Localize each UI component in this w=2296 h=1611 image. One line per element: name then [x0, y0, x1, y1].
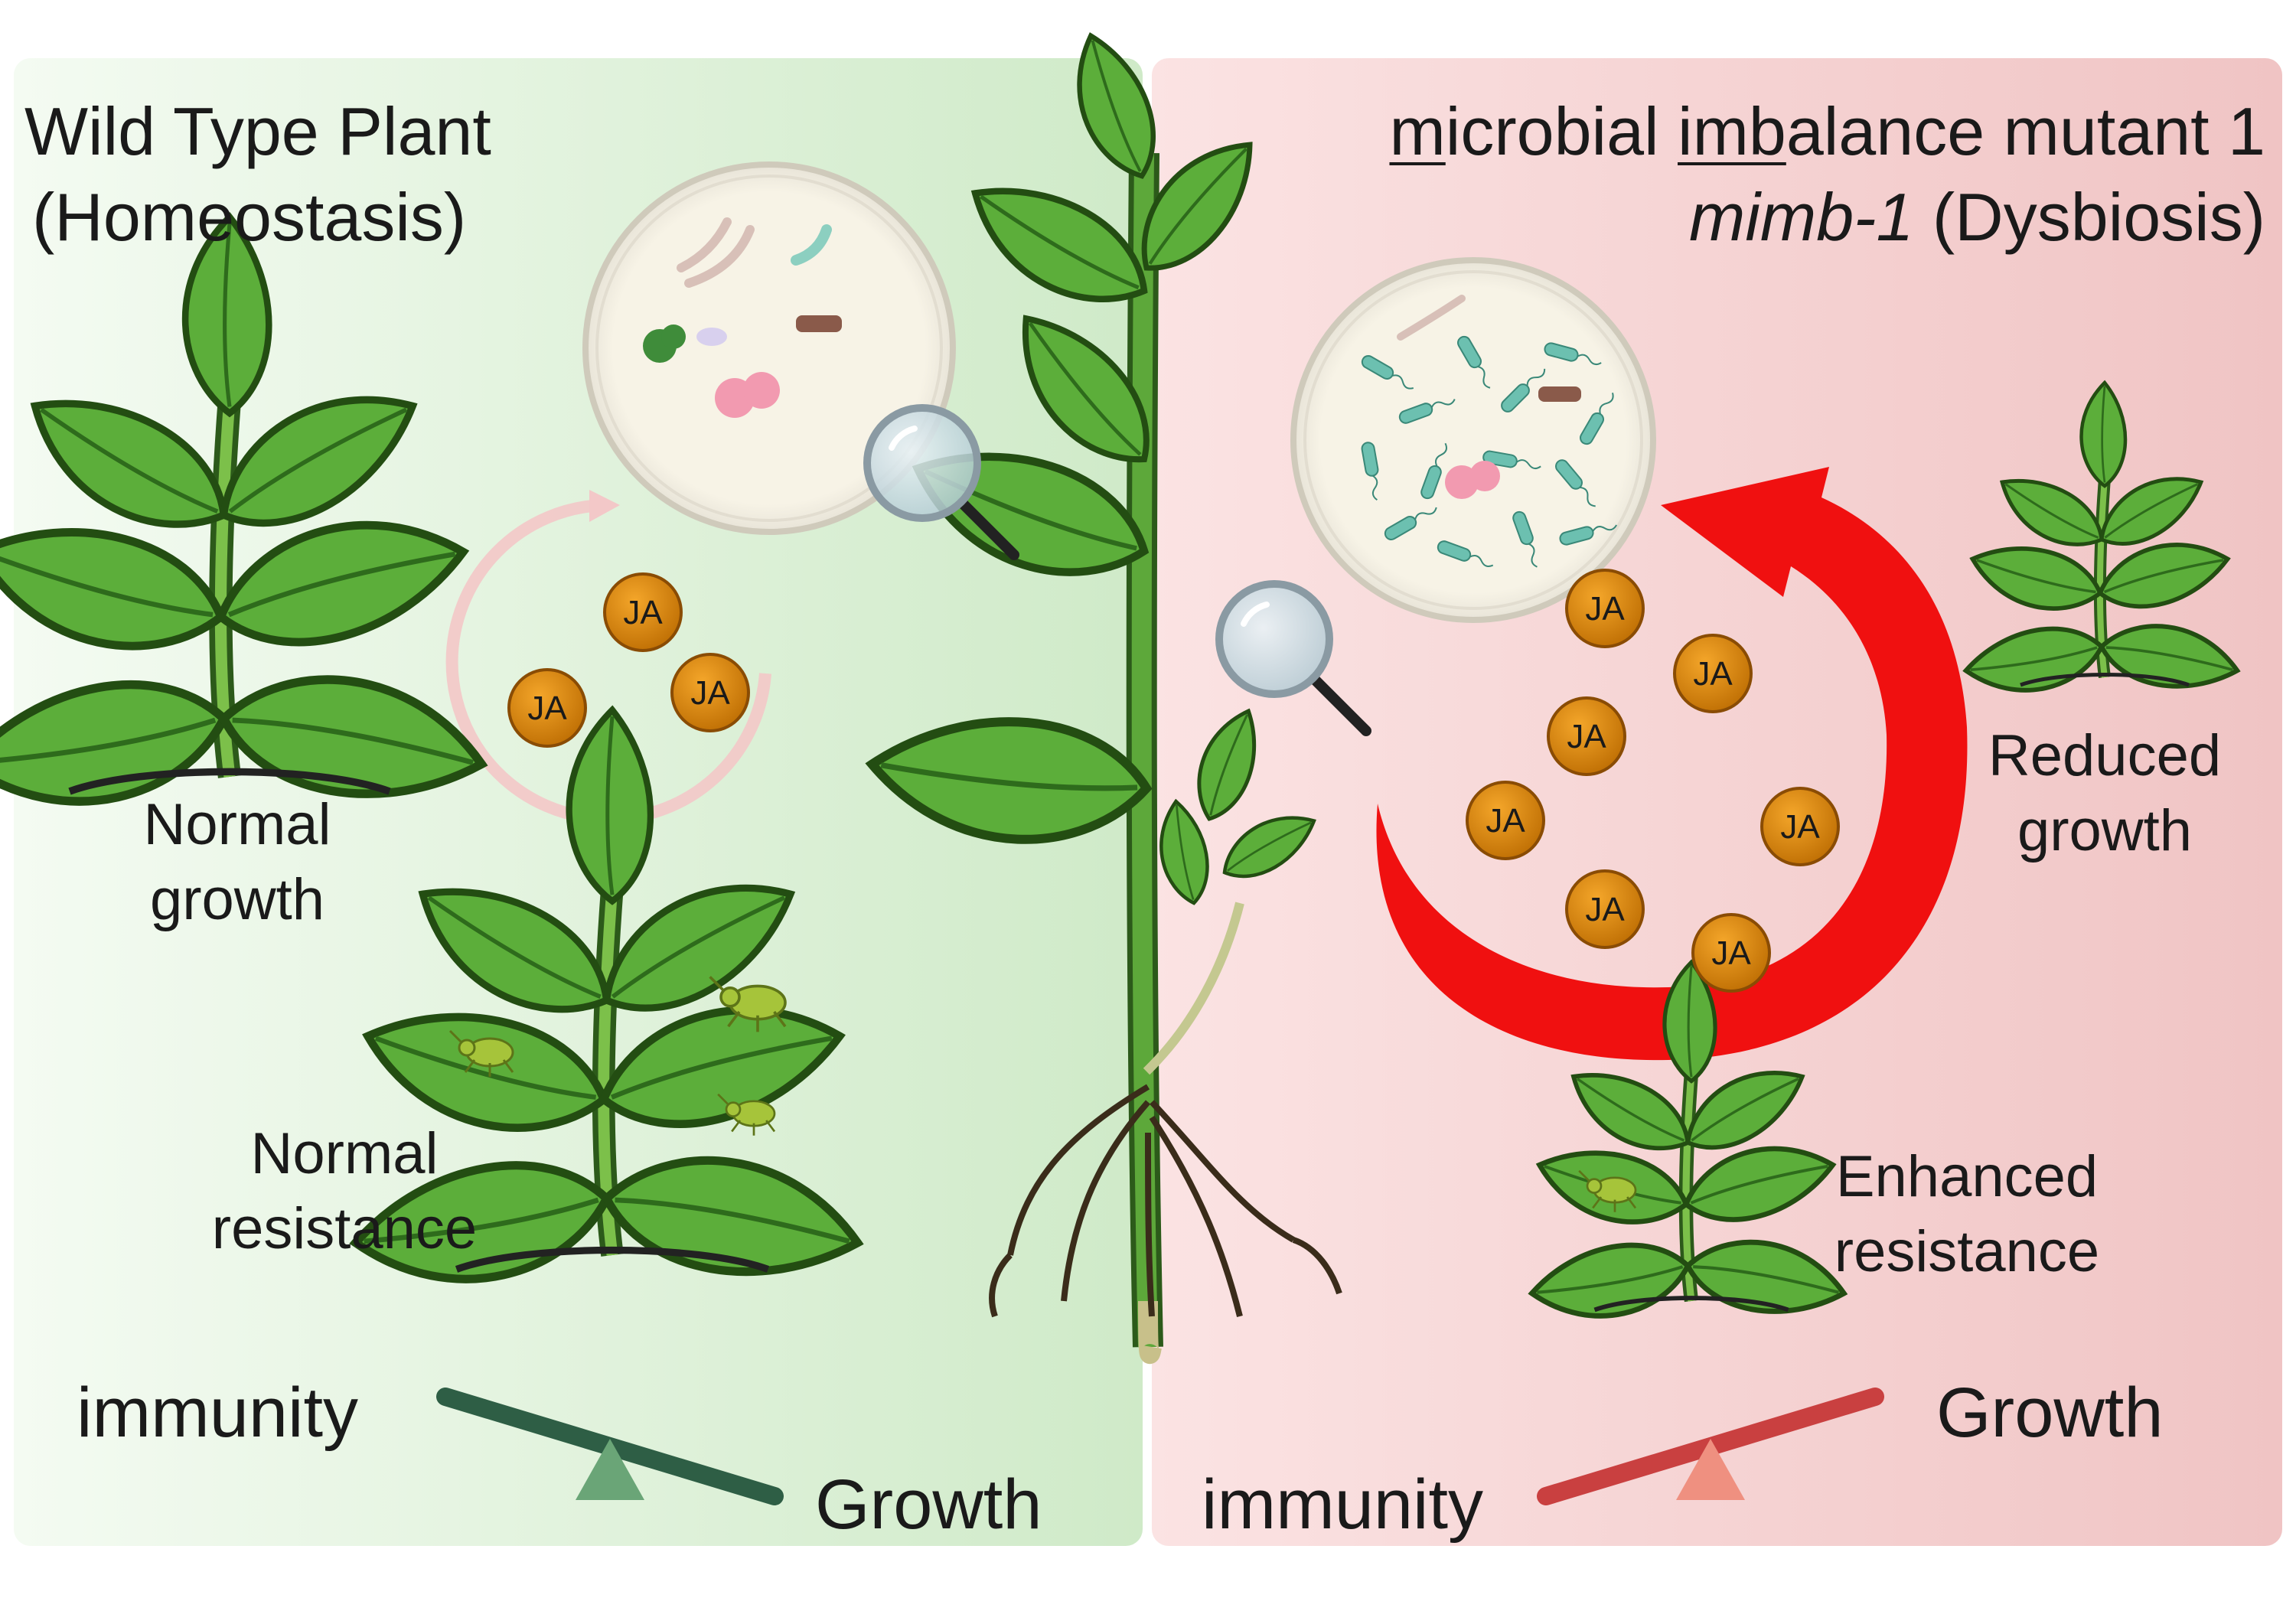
svg-text:JA: JA: [1486, 802, 1525, 840]
label-line: growth: [149, 867, 325, 932]
ja-molecule: JA: [603, 572, 683, 652]
left-growth-label: Growth: [815, 1466, 1042, 1544]
svg-text:JA: JA: [527, 690, 567, 727]
left-title-line2: (Homeostasis): [32, 179, 467, 255]
svg-text:JA: JA: [1585, 590, 1625, 628]
label-line: growth: [2017, 798, 2193, 863]
ja-molecule: JA: [507, 668, 587, 748]
label-line: resistance: [211, 1196, 478, 1261]
central-plant: [866, 25, 1342, 1364]
svg-text:JA: JA: [1780, 808, 1820, 846]
ja-molecule: JA: [1691, 913, 1771, 993]
petri-dish-mimb-1: [1290, 257, 1656, 623]
petri-dish-wild-type: [582, 161, 956, 535]
svg-text:JA: JA: [690, 674, 730, 712]
svg-text:JA: JA: [1693, 655, 1733, 693]
enhanced-resistance-label: Enhanced resistance: [1799, 1148, 2135, 1281]
dysbiosis-label: (Dysbiosis): [1913, 179, 2265, 255]
left-immunity-label: immunity: [77, 1374, 359, 1452]
right-immunity-label: immunity: [1202, 1466, 1484, 1544]
reduced-growth-label: Reduced growth: [1959, 727, 2250, 860]
title-underline-m: m: [1389, 93, 1446, 169]
normal-resistance-label: Normal resistance: [191, 1125, 497, 1258]
svg-text:JA: JA: [1567, 718, 1606, 755]
title-text-a: icrobial: [1445, 93, 1678, 169]
ja-molecule: JA: [1673, 634, 1753, 713]
ja-molecule: JA: [670, 653, 750, 732]
svg-text:JA: JA: [1585, 891, 1625, 928]
ja-molecules-left: JA JA JA: [507, 572, 750, 748]
right-title-line2: mimb-1 (Dysbiosis): [1689, 184, 2265, 251]
label-line: Normal: [143, 792, 331, 857]
title-underline-imb: imb: [1678, 93, 1786, 169]
balance-mimb-1: [1537, 1388, 1884, 1505]
ja-molecule: JA: [1760, 787, 1840, 866]
ja-molecule: JA: [1466, 781, 1545, 860]
ja-molecules-right: JA JA JA JA JA JA JA: [1466, 569, 1840, 993]
label-line: Enhanced: [1835, 1144, 2099, 1209]
ja-molecule: JA: [1547, 696, 1626, 776]
right-growth-label: Growth: [1936, 1374, 2164, 1452]
ja-molecule: JA: [1565, 869, 1645, 949]
left-title-line1: Wild Type Plant: [24, 93, 491, 169]
ja-molecule: JA: [1565, 569, 1645, 648]
title-text-b: alance mutant 1: [1786, 93, 2265, 169]
label-line: Reduced: [1988, 723, 2222, 788]
balance-wild-type: [436, 1388, 784, 1505]
svg-text:JA: JA: [1711, 934, 1751, 972]
normal-growth-label: Normal growth: [122, 796, 352, 929]
svg-text:JA: JA: [623, 594, 663, 631]
label-line: resistance: [1834, 1219, 2100, 1284]
left-cycle-arrow: [445, 490, 771, 825]
right-title-line1: microbial imbalance mutant 1: [1389, 98, 2265, 165]
label-line: Normal: [250, 1121, 439, 1186]
mutant-name: mimb-1: [1689, 179, 1914, 255]
